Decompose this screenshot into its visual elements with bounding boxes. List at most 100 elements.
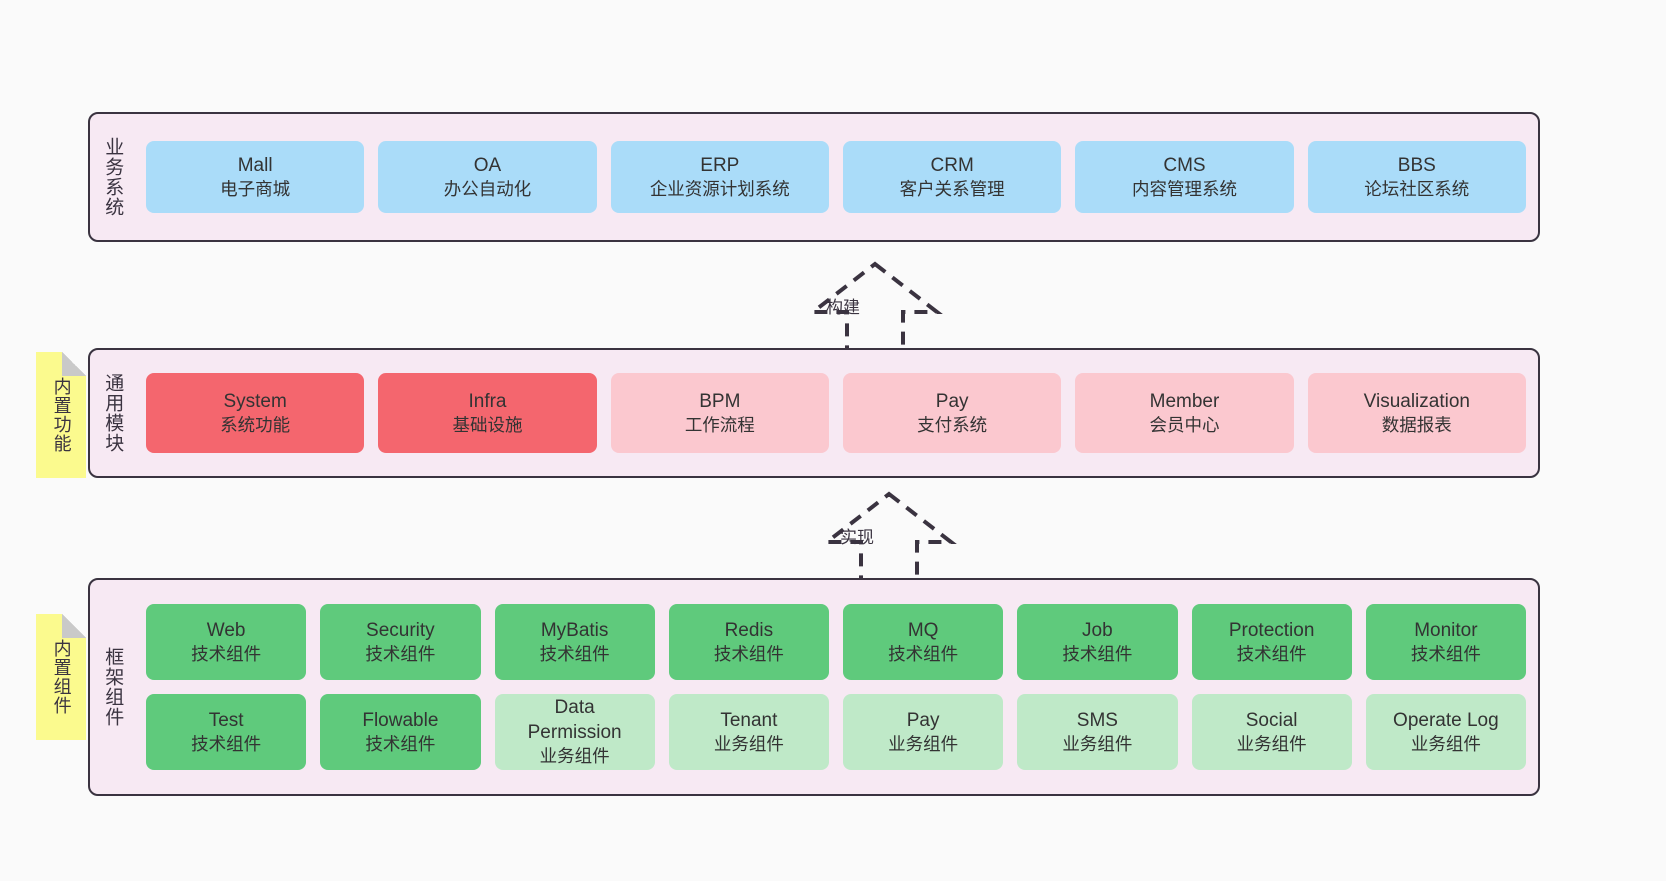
- sticky-note-builtin-component: 内置组件: [36, 614, 86, 740]
- module-card-visualization[interactable]: Visualization 数据报表: [1307, 373, 1526, 453]
- module-subtitle: 支付系统: [917, 414, 988, 435]
- module-name: OA: [473, 154, 502, 176]
- module-card-infra[interactable]: Infra 基础设施: [378, 373, 597, 453]
- sticky-note-builtin-component-label: 内置组件: [51, 639, 72, 715]
- component-name: Pay: [906, 709, 940, 731]
- module-subtitle: 系统功能: [220, 414, 291, 435]
- component-card-test[interactable]: Test 技术组件: [146, 694, 307, 770]
- module-card-member[interactable]: Member 会员中心: [1075, 373, 1294, 453]
- component-name: Web: [206, 619, 246, 641]
- module-name: Visualization: [1363, 390, 1470, 412]
- framework-tech-row: Web 技术组件 Security 技术组件 MyBatis 技术组件 Redi…: [146, 604, 1526, 680]
- module-subtitle: 企业资源计划系统: [649, 178, 790, 199]
- layer-framework-component-body: Web 技术组件 Security 技术组件 MyBatis 技术组件 Redi…: [134, 580, 1538, 794]
- component-name: Social: [1245, 709, 1298, 731]
- component-subtitle: 技术组件: [191, 733, 262, 754]
- business-row: Mall 电子商城 OA 办公自动化 ERP 企业资源计划系统 CRM 客户关系…: [146, 141, 1526, 213]
- module-subtitle: 论坛社区系统: [1364, 178, 1470, 199]
- component-card-operate-log[interactable]: Operate Log 业务组件: [1365, 694, 1526, 770]
- module-subtitle: 会员中心: [1149, 414, 1220, 435]
- connector-build-label: 构建: [826, 298, 860, 317]
- component-name: Monitor: [1414, 619, 1478, 641]
- module-card-mall[interactable]: Mall 电子商城: [146, 141, 365, 213]
- component-name: Data Permission: [527, 697, 622, 743]
- component-card-mq[interactable]: MQ 技术组件: [843, 604, 1004, 680]
- layer-common-module: 通用模块 System 系统功能 Infra 基础设施 BPM 工作流程 Pay: [88, 348, 1540, 478]
- component-subtitle: 技术组件: [1062, 643, 1133, 664]
- component-name: Job: [1082, 619, 1113, 641]
- module-card-cms[interactable]: CMS 内容管理系统: [1075, 141, 1294, 213]
- sticky-note-builtin-function-label: 内置功能: [51, 377, 72, 453]
- component-subtitle: 技术组件: [1236, 643, 1307, 664]
- module-name: ERP: [700, 154, 740, 176]
- module-card-bpm[interactable]: BPM 工作流程: [610, 373, 829, 453]
- component-card-security[interactable]: Security 技术组件: [320, 604, 481, 680]
- component-name: Redis: [724, 619, 774, 641]
- module-name: BBS: [1397, 154, 1436, 176]
- module-card-erp[interactable]: ERP 企业资源计划系统: [610, 141, 829, 213]
- component-subtitle: 技术组件: [539, 643, 610, 664]
- module-card-bbs[interactable]: BBS 论坛社区系统: [1307, 141, 1526, 213]
- common-row: System 系统功能 Infra 基础设施 BPM 工作流程 Pay 支付系统…: [146, 373, 1526, 453]
- connector-implement: 实现: [814, 491, 964, 582]
- component-card-web[interactable]: Web 技术组件: [146, 604, 307, 680]
- component-subtitle: 业务组件: [1410, 733, 1481, 754]
- component-subtitle: 业务组件: [1236, 733, 1307, 754]
- component-card-mybatis[interactable]: MyBatis 技术组件: [494, 604, 655, 680]
- module-name: Infra: [468, 390, 507, 412]
- framework-business-row: Test 技术组件 Flowable 技术组件 Data Permission …: [146, 694, 1526, 770]
- module-subtitle: 电子商城: [220, 178, 291, 199]
- component-name: Security: [366, 619, 435, 641]
- layer-business-system: 业务系统 Mall 电子商城 OA 办公自动化 ERP 企业资源计划系统 CRM: [88, 112, 1540, 242]
- component-card-sms[interactable]: SMS 业务组件: [1017, 694, 1178, 770]
- component-subtitle: 技术组件: [713, 643, 784, 664]
- module-card-system[interactable]: System 系统功能: [146, 373, 365, 453]
- connector-implement-shape: [821, 491, 957, 582]
- component-card-social[interactable]: Social 业务组件: [1191, 694, 1352, 770]
- component-subtitle: 业务组件: [713, 733, 784, 754]
- module-subtitle: 数据报表: [1381, 414, 1452, 435]
- component-subtitle: 技术组件: [365, 643, 436, 664]
- component-card-monitor[interactable]: Monitor 技术组件: [1365, 604, 1526, 680]
- component-card-protection[interactable]: Protection 技术组件: [1191, 604, 1352, 680]
- component-subtitle: 技术组件: [365, 733, 436, 754]
- module-name: System: [223, 390, 287, 412]
- module-name: Mall: [237, 154, 273, 176]
- connector-implement-label: 实现: [840, 528, 874, 547]
- component-subtitle: 技术组件: [888, 643, 959, 664]
- component-subtitle: 业务组件: [539, 746, 610, 767]
- component-subtitle: 业务组件: [1062, 733, 1133, 754]
- component-card-redis[interactable]: Redis 技术组件: [668, 604, 829, 680]
- component-card-pay[interactable]: Pay 业务组件: [843, 694, 1004, 770]
- layer-business-system-body: Mall 电子商城 OA 办公自动化 ERP 企业资源计划系统 CRM 客户关系…: [134, 114, 1538, 240]
- component-name: Protection: [1228, 619, 1315, 641]
- module-card-crm[interactable]: CRM 客户关系管理: [842, 141, 1062, 213]
- component-card-flowable[interactable]: Flowable 技术组件: [320, 694, 481, 770]
- module-card-pay[interactable]: Pay 支付系统: [842, 373, 1062, 453]
- sticky-note-builtin-function: 内置功能: [36, 352, 86, 478]
- component-name: Tenant: [720, 709, 778, 731]
- component-card-job[interactable]: Job 技术组件: [1017, 604, 1178, 680]
- module-name: BPM: [699, 390, 741, 412]
- module-subtitle: 办公自动化: [443, 178, 532, 199]
- connector-build-shape: [807, 261, 943, 352]
- layer-business-system-title: 业务系统: [102, 137, 124, 217]
- module-name: CRM: [930, 154, 974, 176]
- component-subtitle: 业务组件: [888, 733, 959, 754]
- module-card-oa[interactable]: OA 办公自动化: [378, 141, 597, 213]
- module-name: Pay: [935, 390, 969, 412]
- component-subtitle: 技术组件: [191, 643, 262, 664]
- module-subtitle: 基础设施: [452, 414, 523, 435]
- component-name: Operate Log: [1393, 709, 1499, 731]
- module-name: CMS: [1163, 154, 1206, 176]
- connector-build: 构建: [800, 261, 950, 352]
- component-card-data-permission[interactable]: Data Permission 业务组件: [494, 694, 655, 770]
- component-name: MQ: [907, 619, 939, 641]
- layer-framework-component: 框架组件 Web 技术组件 Security 技术组件 MyBatis 技术组件…: [88, 578, 1540, 796]
- module-subtitle: 工作流程: [684, 414, 755, 435]
- component-name: Test: [208, 709, 244, 731]
- layer-common-module-body: System 系统功能 Infra 基础设施 BPM 工作流程 Pay 支付系统…: [134, 350, 1538, 476]
- component-card-tenant[interactable]: Tenant 业务组件: [668, 694, 829, 770]
- layer-common-module-title: 通用模块: [102, 373, 124, 453]
